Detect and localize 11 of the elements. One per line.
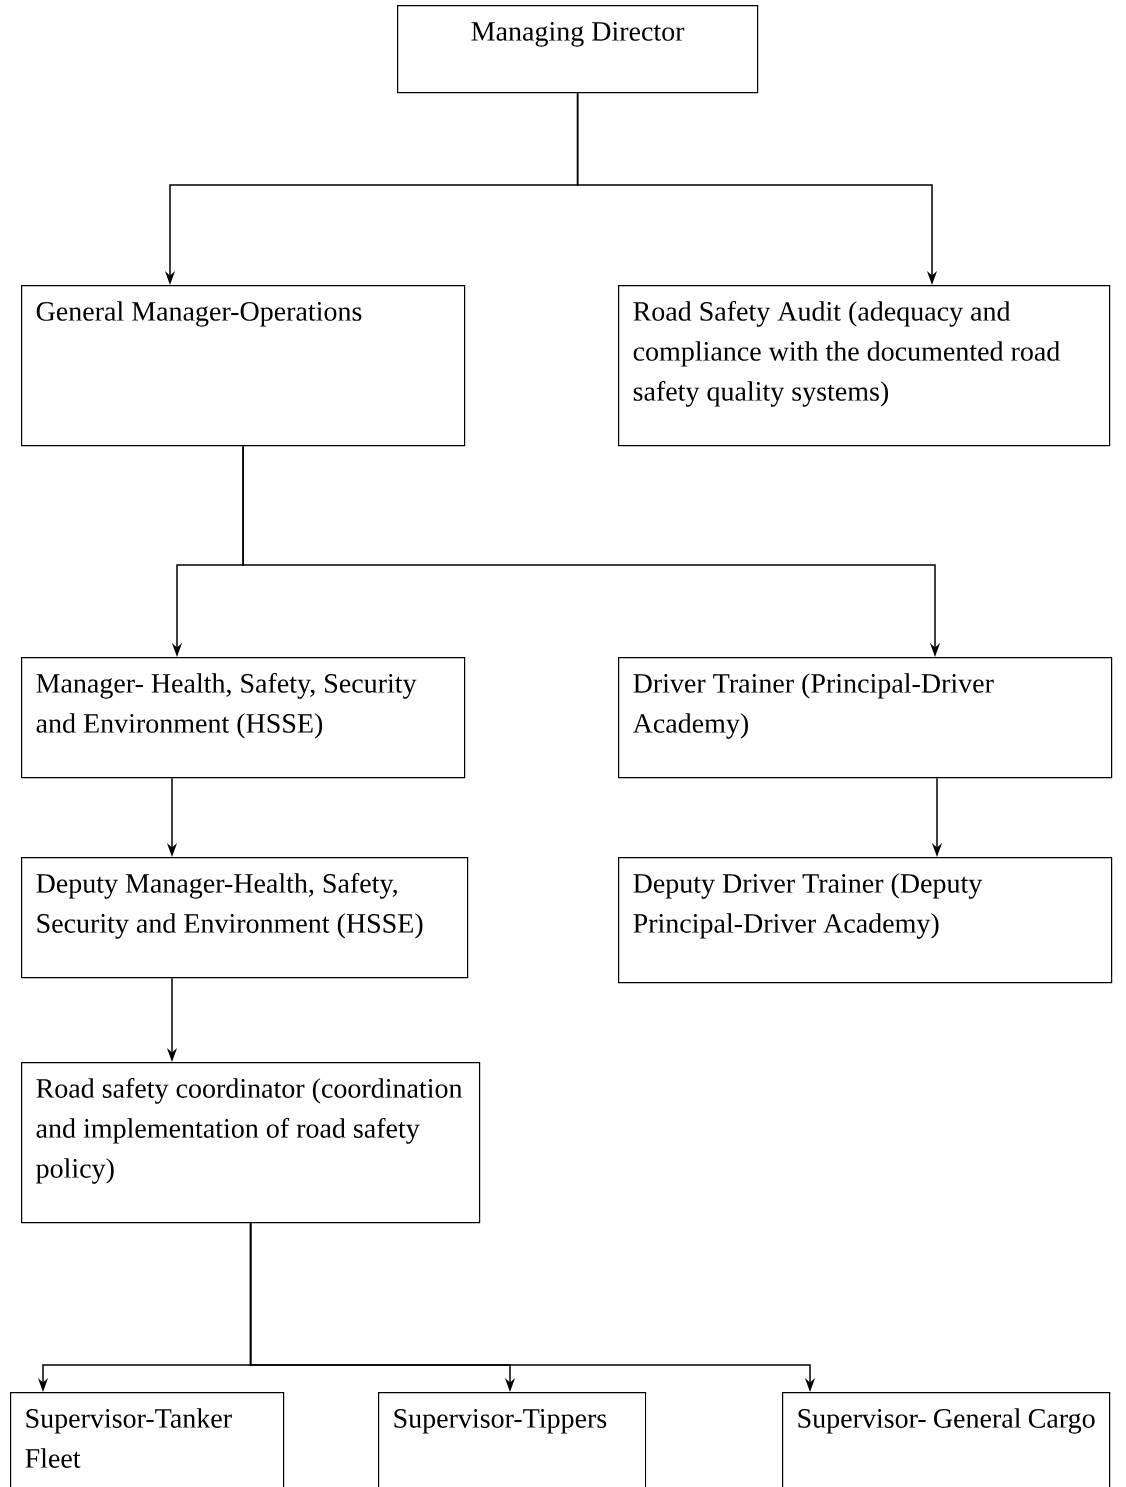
- org-box: Driver Trainer (Principal-Driver Academy): [618, 657, 1113, 779]
- org-box: Supervisor- General Cargo: [782, 1392, 1111, 1487]
- org-box: Supervisor-Tanker Fleet: [10, 1392, 285, 1487]
- org-box: Managing Director: [397, 5, 759, 94]
- org-box: Road Safety Audit (adequacy and compliance with the documented road safety quality systems): [618, 285, 1111, 447]
- org-box: General Manager-Operations: [21, 285, 466, 447]
- org-box: Road safety coordinator (coordination and implementation of road safety policy): [21, 1062, 481, 1224]
- org-box: Supervisor-Tippers: [378, 1392, 647, 1487]
- org-box: Deputy Driver Trainer (Deputy Principal-Driver Academy): [618, 857, 1113, 984]
- org-box: Manager- Health, Safety, Security and Environment (HSSE): [21, 657, 466, 779]
- org-box: Deputy Manager-Health, Safety, Security and Environment (HSSE): [21, 857, 469, 979]
